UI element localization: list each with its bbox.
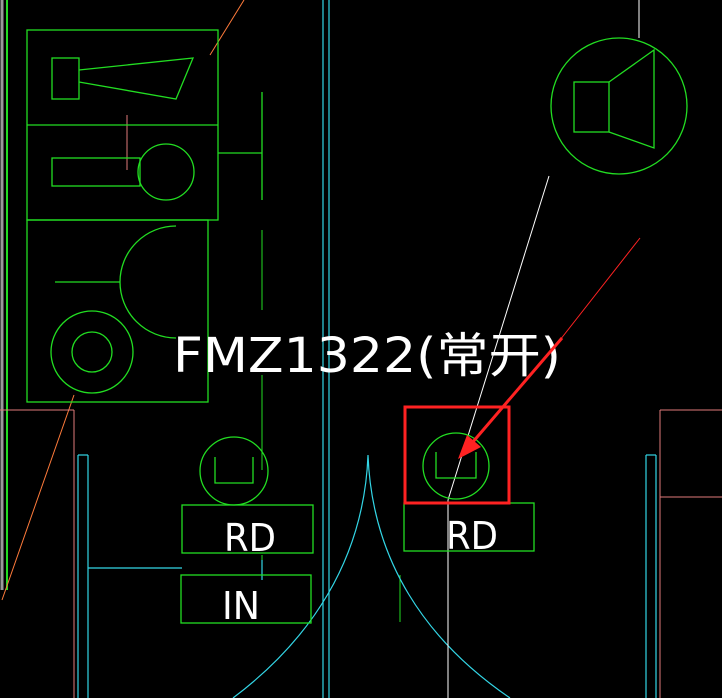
orange-guide-lines <box>1 0 245 601</box>
left-wall <box>0 0 8 590</box>
horn-symbol <box>51 57 195 100</box>
arrow-head-icon <box>458 435 481 459</box>
speaker-circle <box>50 310 134 394</box>
right-speaker-symbol <box>550 37 688 175</box>
annotation-arrow <box>464 337 564 451</box>
half-circle-symbol <box>55 225 177 339</box>
equipment-cabinet <box>26 29 263 403</box>
red-annotation <box>403 337 564 505</box>
rd-left-label: RD <box>224 516 276 560</box>
knob-symbol <box>51 143 195 201</box>
in-label: IN <box>222 584 260 628</box>
red-leader-line <box>559 237 641 341</box>
pink-guide-line <box>0 115 722 698</box>
cyan-lines <box>77 0 657 698</box>
cabinet-side-line <box>218 92 263 200</box>
green-guide-lines <box>261 230 401 622</box>
rd-right-label: RD <box>446 514 498 558</box>
highlight-box <box>403 405 511 505</box>
door-code-label: FMZ1322(常开) <box>173 328 561 384</box>
detector-right <box>422 432 490 500</box>
